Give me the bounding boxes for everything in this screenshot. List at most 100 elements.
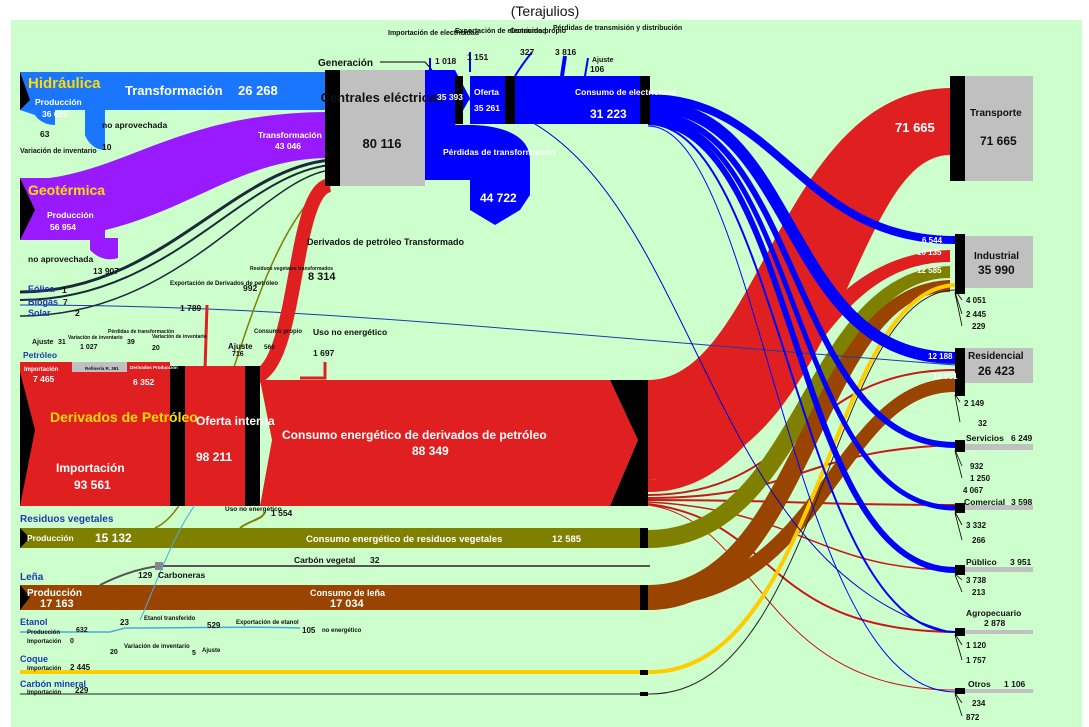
residuos-arrow-tip (20, 528, 30, 548)
servicios-box (965, 444, 1033, 450)
centrales-bar (325, 70, 340, 186)
geothermal-arrow-tip (20, 178, 35, 240)
servicios-flow-2: 1 250 (970, 474, 991, 483)
etanol-transferido-value: 23 (120, 618, 129, 627)
lena-arrow-tip (20, 585, 30, 610)
uso-no-energetico-petro-value: 1 697 (313, 348, 335, 358)
residuos-name: Residuos vegetales (20, 514, 114, 525)
etanol-no-energetico-value: 105 (302, 626, 316, 635)
derivados-transformado-label: Derivados de petróleo Transformado (307, 237, 465, 247)
hidraulica-no-aprovechada-label: no aprovechada (102, 120, 167, 130)
carbon-mineral-importacion-label: Importación (27, 690, 62, 696)
petro-importacion-label: Importación (24, 367, 59, 373)
variacion2-petro-value: 20 (152, 345, 160, 352)
consumo-propio-elec-value: 327 (520, 47, 534, 57)
residuos-consumo-value: 12 585 (552, 534, 582, 545)
consumo-derivados-band (260, 380, 638, 506)
importacion-elec-value: 1 018 (435, 56, 457, 66)
servicios-name: Servicios (966, 433, 1004, 443)
hidraulica-no-aprovechada-value: 10 (102, 142, 112, 152)
generacion-bar (455, 76, 463, 124)
lena-consumo-value: 17 034 (330, 598, 365, 610)
hidraulica-transformacion-value: 26 268 (238, 83, 278, 98)
flow-geo-dark (19, 164, 331, 301)
carboneras-value: 129 (138, 570, 152, 580)
transporte-bar (950, 76, 965, 181)
carbon-mineral-importacion-value: 229 (75, 686, 89, 695)
solar-name: Solar (28, 308, 51, 318)
derivados-prod-label: Derivados Producción (130, 365, 178, 370)
otros-value: 1 106 (1004, 679, 1026, 689)
ajuste2-petro-label: Ajuste (228, 342, 253, 351)
carbon-mineral-name: Carbón mineral (20, 679, 86, 689)
centrales-label: Centrales eléctricas (321, 90, 444, 105)
consumo-derivados-bar (610, 380, 648, 506)
consumo-propio-elec-line (514, 51, 533, 77)
consumo-propio-elec-label: Consumo propio (510, 28, 566, 35)
etanol-name: Etanol (20, 617, 48, 627)
residuos-transf-label: Residuos vegetales transformados (250, 266, 333, 272)
solar-value: 2 (75, 308, 80, 318)
consumo-electricidad-band (515, 76, 650, 124)
comercial-name: Comercial (964, 497, 1005, 507)
transporte-flow-value: 71 665 (895, 120, 935, 135)
flow-lena-industrial (648, 280, 950, 610)
residuos-band (20, 528, 640, 548)
flow-derivados-transformado (248, 178, 333, 385)
geo-no-aprovechada (90, 238, 118, 260)
lena-produccion-label: Producción (27, 588, 82, 599)
coque-bar (640, 670, 648, 675)
publico-flow-1: 3 738 (966, 576, 987, 585)
hidraulica-variacion-value: 63 (40, 129, 50, 139)
ajuste-elec-value: 106 (590, 64, 604, 74)
flow-residuos-industrial (648, 266, 950, 548)
hydro-band (20, 72, 340, 110)
consumo-derivados-label: Consumo energético de derivados de petró… (282, 428, 547, 442)
etanol-produccion-label: Producción (27, 630, 60, 636)
industrial-flow-2: 10 135 (917, 248, 942, 257)
derivados-title: Derivados de Petróleo (50, 409, 198, 425)
lena-bar (640, 585, 648, 610)
industrial-flow-1: 6 544 (922, 236, 943, 245)
residencial-flow-2: 12 051 (933, 372, 958, 381)
publico-flow-2: 213 (972, 588, 986, 597)
derivados-arrow-tip (20, 372, 35, 506)
centrales-value: 80 116 (362, 136, 401, 151)
etanol-importacion-value: 0 (70, 638, 74, 645)
ajuste2-petro-value: 716 (232, 351, 244, 358)
residencial-flow-3: 2 149 (964, 399, 985, 408)
etanol-ajuste-value: 5 (192, 650, 196, 657)
lena-name: Leña (20, 572, 44, 583)
oferta-band (470, 76, 510, 124)
perdidas-td-line (560, 55, 567, 77)
ajuste-petro-label: Ajuste (32, 339, 54, 346)
perdidas-td-value: 3 816 (555, 47, 577, 57)
generacion-label: Generación (318, 58, 373, 69)
comercial-bar (955, 503, 965, 513)
coque-importacion-label: Importación (27, 666, 62, 672)
derivados-bar (170, 366, 185, 506)
etanol-produccion-value: 632 (76, 627, 88, 634)
geotermica-transformacion-value: 43 046 (275, 141, 301, 151)
geotermica-no-aprovechada-label: no aprovechada (28, 254, 93, 264)
oferta-interna-box (185, 366, 245, 506)
hidraulica-transformacion-label: Transformación (125, 83, 223, 98)
perdidas-transf-value: 44 722 (480, 191, 517, 205)
otros-flow-1: 234 (972, 699, 986, 708)
residencial-box (965, 348, 1033, 383)
industrial-flow-6: 229 (972, 322, 986, 331)
consumo-derivados-value: 88 349 (412, 444, 449, 458)
etanol-variacion-label: Variación de inventario (124, 644, 190, 650)
geotermica-name: Geotérmica (28, 182, 105, 198)
etanol-line (20, 626, 301, 633)
consumo-propio-petro-label: Consumo propio (254, 329, 302, 335)
comercial-box (965, 505, 1033, 510)
oferta-interna-label: Oferta interna (196, 414, 275, 428)
transporte-box (965, 76, 1033, 181)
residencial-value: 26 423 (978, 364, 1015, 378)
etanol-exportacion-value: 529 (207, 621, 221, 630)
eolica-value: 1 (62, 285, 67, 295)
coque-importacion-value: 2 445 (70, 663, 91, 672)
etanol-transferido-label: Etanol transferido (144, 616, 196, 622)
hidraulica-produccion-value: 36 625 (42, 109, 68, 119)
